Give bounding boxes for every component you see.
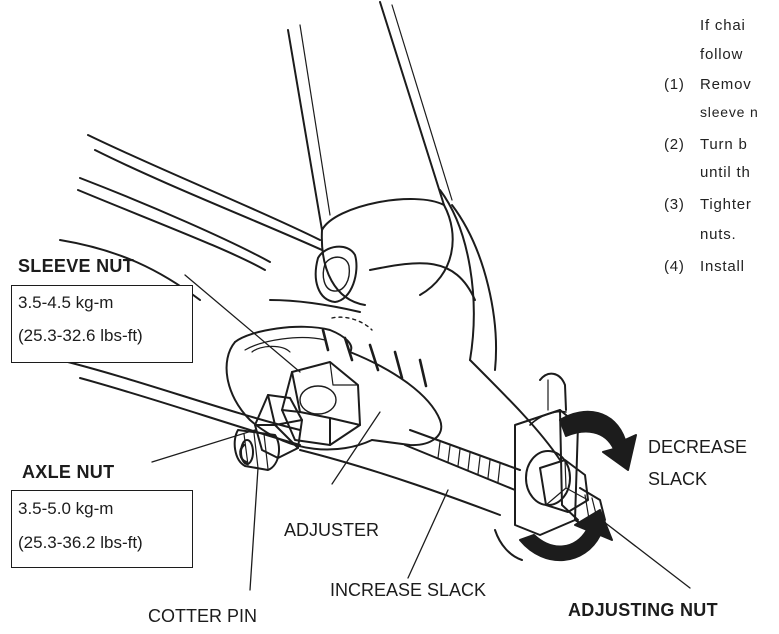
step-4-number: (4) [664, 258, 685, 275]
step-1-number: (1) [664, 76, 685, 93]
adjusting-bolt [404, 429, 521, 491]
sleeve-nut-part [281, 361, 361, 446]
step-3-line1: Tighter [700, 196, 752, 213]
sleeve-nut-label: SLEEVE NUT [18, 256, 135, 276]
step-2-line2: until th [700, 164, 751, 181]
adjusting-nut-part [525, 450, 606, 531]
increase-slack-label: INCREASE SLACK [330, 580, 487, 600]
increase-slack-arrow [494, 509, 613, 562]
slot-marks [321, 316, 428, 388]
axle-nut-part [254, 394, 303, 459]
step-2-number: (2) [664, 136, 685, 153]
shock-mount [314, 198, 454, 306]
adjuster-label: ADJUSTER [284, 520, 380, 540]
instructions-intro-line1: If chai [700, 17, 746, 34]
axle-nut-torque-box: 3.5-5.0 kg-m (25.3-36.2 lbs-ft) [11, 490, 193, 568]
shock-absorber [287, 1, 453, 231]
axle-nut-torque-kgm: 3.5-5.0 kg-m [18, 499, 114, 518]
step-1-line2: sleeve n [700, 104, 759, 120]
decrease-slack-label-line1: DECREASE [648, 437, 748, 457]
step-2-line1: Turn b [700, 136, 748, 153]
axle-end [233, 429, 281, 471]
adjusting-nut-label: ADJUSTING NUT [568, 600, 718, 620]
instructions-intro-line2: follow [700, 46, 744, 63]
step-4-line1: Install [700, 258, 745, 275]
step-1-line1: Remov [700, 76, 752, 93]
adjuster-plate [225, 325, 443, 451]
sleeve-nut-torque-kgm: 3.5-4.5 kg-m [18, 293, 114, 312]
step-3-number: (3) [664, 196, 685, 213]
decrease-slack-arrow [529, 410, 637, 471]
sleeve-nut-torque-box: 3.5-4.5 kg-m (25.3-32.6 lbs-ft) [11, 285, 193, 363]
axle-nut-torque-lbsft: (25.3-36.2 lbs-ft) [18, 533, 143, 552]
step-3-line2: nuts. [700, 226, 737, 243]
sleeve-nut-torque-lbsft: (25.3-32.6 lbs-ft) [18, 326, 143, 345]
leader-lines [151, 274, 691, 591]
axle-nut-label: AXLE NUT [22, 462, 115, 482]
cotter-pin-label: COTTER PIN [148, 606, 258, 626]
decrease-slack-label-line2: SLACK [648, 469, 708, 489]
